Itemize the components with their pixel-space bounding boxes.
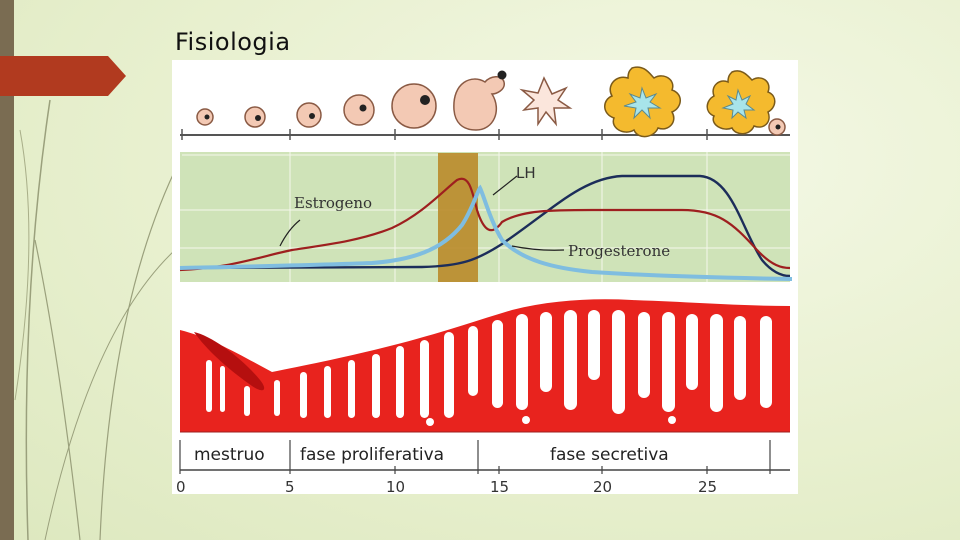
follicle-3 [296,102,322,128]
title-ribbon [0,56,126,96]
follicle-5 [391,83,437,129]
phase-label-secretiva: fase secretiva [550,445,669,465]
figure-drawing [179,66,793,474]
lh-curve [179,184,793,281]
corpus-hemorrhagicum [519,76,573,127]
progesterone-label: Progesterone [568,242,671,260]
lh-pointer [492,175,518,196]
day-tick-25: 25 [698,478,718,494]
progesterone-pointer [511,245,565,251]
ovary-row [180,66,790,140]
follicle-2 [244,106,266,128]
follicle-4 [343,94,375,126]
day-tick-10: 10 [386,478,406,494]
slide-title: Fisiologia [175,28,291,56]
estrogen-pointer [279,219,301,247]
endometrial-glands [206,310,772,426]
hormone-chart [179,152,793,282]
day-tick-0: 0 [176,478,186,494]
estrogen-curve [179,177,791,272]
endometrium-diagram [180,299,790,433]
decorative-lines [14,99,181,540]
day-tick-20: 20 [593,478,613,494]
phase-label-proliferativa: fase proliferativa [300,445,445,465]
progesterone-curve [179,174,791,278]
ovulating-follicle [453,70,507,131]
phase-label-mestruo: mestruo [194,445,265,465]
corpus-luteum-2 [706,70,776,135]
phase-axis [179,440,790,474]
new-follicle [768,118,786,136]
lh-label: LH [516,164,536,182]
left-border-band [0,0,14,540]
corpus-luteum-1 [604,66,681,138]
menstrual-cycle-figure: LH Estrogeno Progesterone mestruo fase p… [172,60,798,494]
day-tick-15: 15 [490,478,510,494]
follicle-1 [196,108,214,126]
estrogen-label: Estrogeno [294,194,373,212]
day-tick-5: 5 [285,478,295,494]
